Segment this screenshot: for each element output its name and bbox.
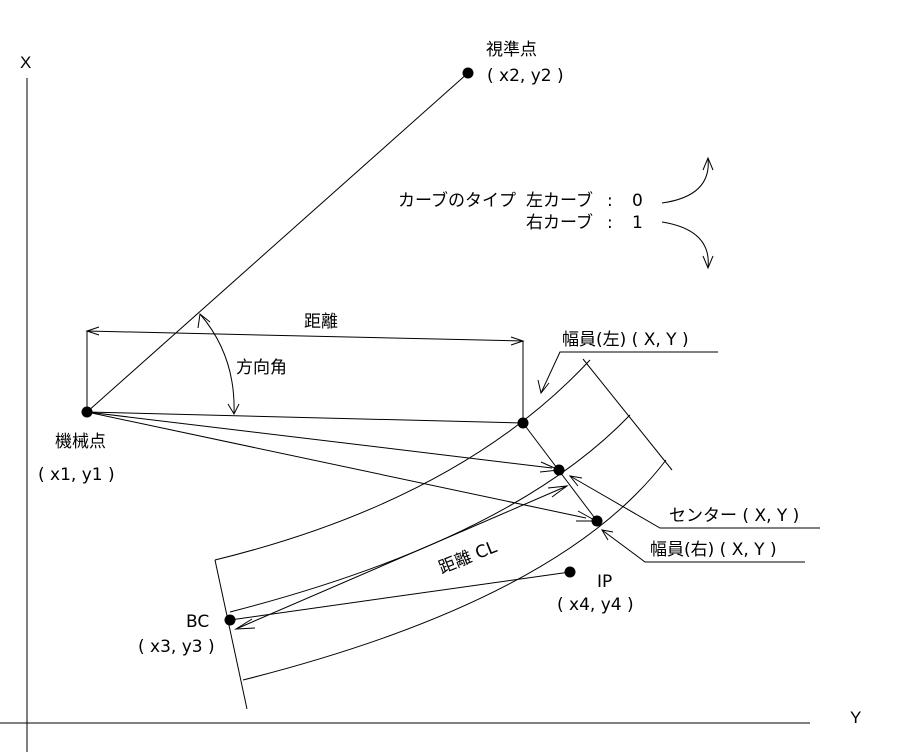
y-axis-label: Y <box>850 708 862 727</box>
road-center-line <box>229 414 631 613</box>
leader-width-right-head <box>601 529 614 541</box>
line-bc-to-ip <box>229 571 571 621</box>
line-bc-to-center <box>235 485 568 630</box>
road-edge-right <box>242 459 667 681</box>
leader-width-left-head <box>537 379 550 395</box>
bc-point-title: BC <box>186 612 210 632</box>
width-right-label: 幅員(右) ( X, Y ) <box>650 540 777 560</box>
line-machine-to-target <box>86 72 469 413</box>
center-label: センター ( X, Y ) <box>669 506 800 526</box>
left-curve-arrow <box>661 157 709 204</box>
direction-angle-arc <box>199 313 235 415</box>
target-point-title: 視準点 <box>486 40 537 60</box>
leader-width-left <box>540 351 718 394</box>
center-point-marker <box>553 464 565 476</box>
target-point-marker <box>462 67 474 79</box>
leader-width-right <box>601 529 805 563</box>
road-edge-left <box>214 359 591 561</box>
right-curve-arrow-head <box>702 255 714 270</box>
right-curve-label: 右カーブ <box>526 213 593 233</box>
distance-arrow-left <box>85 326 100 336</box>
right-curve-colon: : <box>607 213 613 233</box>
left-curve-colon: : <box>607 191 613 211</box>
leader-center-head <box>568 475 583 487</box>
direction-angle-arrow-bottom <box>227 403 240 416</box>
ip-point-title: IP <box>597 572 613 592</box>
bc-point-coords: ( x3, y3 ) <box>138 637 215 657</box>
distance-label: 距離 <box>304 312 338 332</box>
width-right-point-marker <box>591 515 603 527</box>
direction-angle-arrow-top <box>197 313 211 329</box>
machine-point-title: 機械点 <box>55 432 106 452</box>
machine-point-coords: ( x1, y1 ) <box>38 465 115 485</box>
road-start-line <box>582 358 673 471</box>
left-curve-label: 左カーブ <box>526 191 593 211</box>
right-curve-value: 1 <box>632 213 643 233</box>
left-curve-arrow-head <box>702 156 714 171</box>
width-left-label: 幅員(左) ( X, Y ) <box>562 330 689 350</box>
arrow-center-end <box>547 485 569 498</box>
left-curve-value: 0 <box>632 191 643 211</box>
ip-point-coords: ( x4, y4 ) <box>557 595 634 615</box>
leader-center <box>569 475 820 529</box>
direction-angle-label: 方向角 <box>236 358 287 378</box>
distance-arrow-right <box>510 336 525 346</box>
target-point-coords: ( x2, y2 ) <box>487 66 564 86</box>
ray-machine-to-width-right <box>86 411 587 519</box>
distance-dim-line <box>86 330 524 342</box>
right-curve-arrow <box>661 221 709 269</box>
ip-point-marker <box>564 566 576 578</box>
curve-type-title: カーブのタイプ <box>398 191 516 211</box>
ray-machine-to-width-left <box>86 411 524 424</box>
arrow-bc-end <box>234 618 256 630</box>
ray-machine-to-center <box>86 411 553 469</box>
bc-point-marker <box>224 614 236 626</box>
road-end-line <box>214 559 248 710</box>
machine-point-marker <box>81 406 93 418</box>
x-axis-label: X <box>20 53 32 72</box>
width-left-point-marker <box>517 417 529 429</box>
